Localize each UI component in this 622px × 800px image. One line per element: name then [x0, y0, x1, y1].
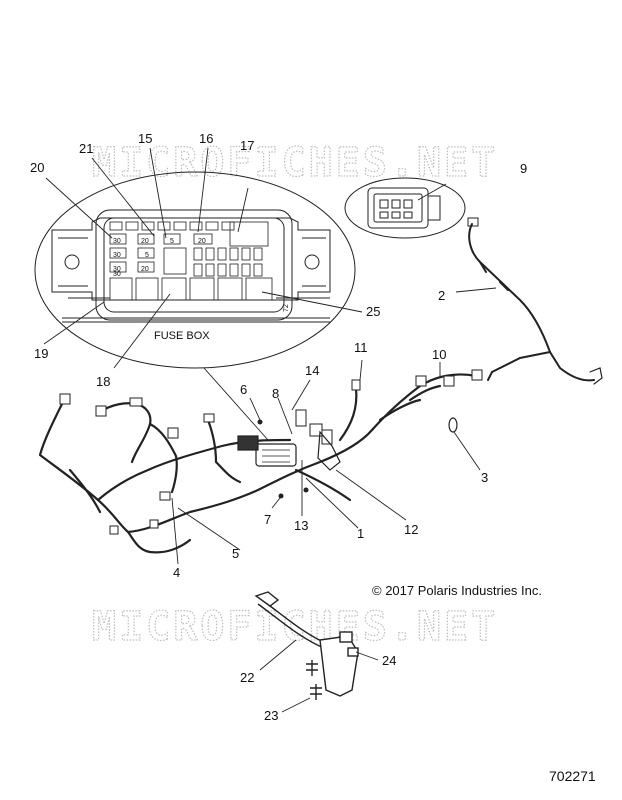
callout-1: 1: [357, 526, 364, 541]
fuse-box-detail: 30 30 30 30 20 20 5 5 20 72: [34, 171, 356, 369]
callout-18: 18: [96, 374, 110, 389]
leader-lines: [43, 147, 497, 713]
fuse-value: 30: [113, 252, 121, 259]
callout-25: 25: [366, 304, 380, 319]
box-mark: 72: [283, 304, 290, 312]
callout-19: 19: [34, 346, 48, 361]
callout-21: 21: [79, 141, 93, 156]
harness-2: [467, 217, 603, 385]
fuse-box-label: FUSE BOX: [154, 330, 210, 342]
fuse-value: 20: [198, 238, 206, 245]
callout-4: 4: [173, 565, 180, 580]
fuse-value: 30: [113, 271, 121, 278]
callout-16: 16: [199, 131, 213, 146]
fastener-13: [303, 487, 309, 493]
connector-detail: [344, 177, 466, 239]
callout-8: 8: [272, 386, 279, 401]
callout-24: 24: [382, 653, 396, 668]
callouts: 1 2 3 4 5 6 7 8 9 10 11 12 13 14 15 16 1…: [30, 131, 527, 723]
callout-6: 6: [240, 382, 247, 397]
watermark-top: MICROFICHES.NET: [92, 140, 498, 186]
grommet-3: [448, 417, 458, 433]
bracket-12: [317, 430, 341, 471]
battery-cable-assembly: [254, 591, 359, 700]
callout-13: 13: [294, 518, 308, 533]
fuse-value: 5: [145, 252, 149, 259]
callout-15: 15: [138, 131, 152, 146]
copyright-notice: © 2017 Polaris Industries Inc.: [372, 583, 542, 598]
fuse-value: 5: [170, 238, 174, 245]
callout-12: 12: [404, 522, 418, 537]
callout-14: 14: [305, 363, 319, 378]
fuse-value: 30: [113, 238, 121, 245]
fastener-7: [278, 493, 284, 499]
callout-11: 11: [354, 340, 368, 355]
fuse-value: 20: [141, 238, 149, 245]
callout-2: 2: [438, 288, 445, 303]
callout-10: 10: [432, 347, 446, 362]
fuse-value: 30: [113, 266, 121, 273]
callout-17: 17: [240, 138, 254, 153]
fuse-value: 20: [141, 266, 149, 273]
callout-7: 7: [264, 512, 271, 527]
part-number: 702271: [549, 768, 596, 784]
watermark-bottom: MICROFICHES.NET: [92, 604, 498, 650]
callout-9: 9: [520, 161, 527, 176]
fuse-box-mounted: [237, 435, 297, 467]
callout-22: 22: [240, 670, 254, 685]
fastener-6: [257, 419, 263, 425]
callout-5: 5: [232, 546, 239, 561]
callout-23: 23: [264, 708, 278, 723]
callout-20: 20: [30, 160, 44, 175]
connectors: [59, 369, 483, 535]
callout-3: 3: [481, 470, 488, 485]
